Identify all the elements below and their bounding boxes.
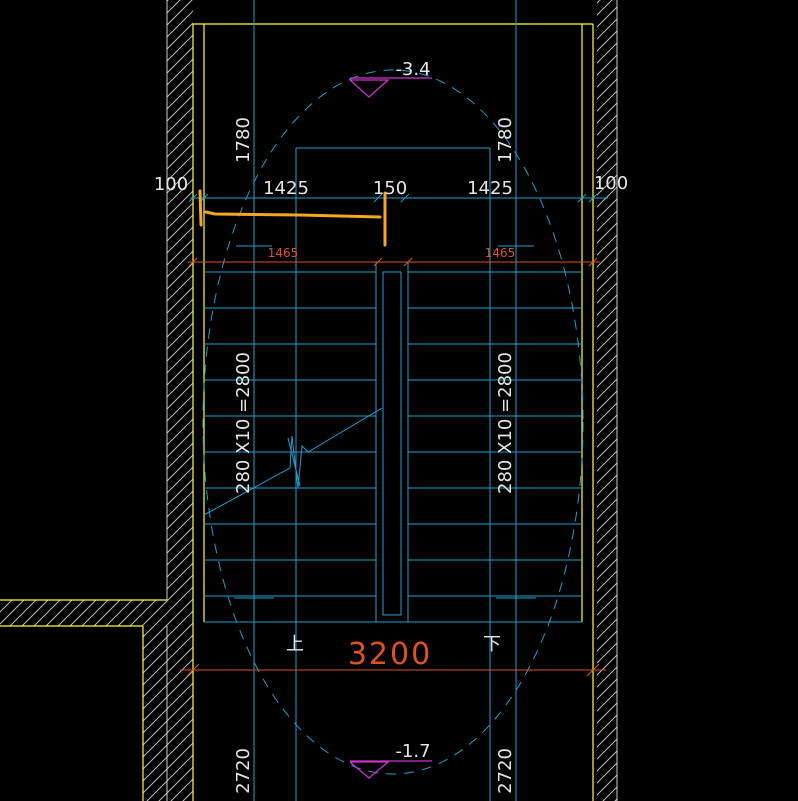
highlight-span-line [204,210,382,219]
flight-width-dim-tick [403,257,413,267]
width-seg-flight-right: 1425 [467,178,513,199]
total-width-dim-tick [586,663,600,677]
width-seg-well: 150 [373,178,407,199]
markup-highlight [198,189,387,247]
left-jog-wall-hatch [0,600,167,626]
width-dim-tick [373,193,383,203]
elevation-upper-triangle [349,79,390,98]
total-width-dim-tick [186,663,200,677]
left-wall-hatch [167,0,193,801]
total-width: 3200 [348,637,432,672]
walking-line-arrow [203,407,383,516]
flight-width-right: 1465 [485,246,516,260]
direction-marks: 上 下 [286,634,501,655]
highlight-left-bar [198,189,203,227]
stair-geometry [202,0,584,801]
direction-up-mark: 上 [286,634,304,655]
stair-well-inner [382,271,402,616]
elevation-lower-label: -1.7 [395,741,430,762]
elevation-marker-upper: -3.4 [349,59,432,98]
flight-run-right: 280 X10 =2800 [495,352,516,494]
right-wall-hatch [597,0,617,801]
landing-depth-right: 1780 [495,117,516,163]
width-dim-tick [188,193,198,203]
elevation-lower-triangle [349,761,390,779]
elevation-upper-label: -3.4 [395,59,430,80]
elevation-marker-lower: -1.7 [349,741,432,779]
left-flight-treads [204,271,376,597]
width-dim-tick [577,193,587,203]
flight-width-dim-tick [188,257,198,267]
flight-width-left: 1465 [268,246,299,260]
flight-width-dim-tick [373,257,383,267]
walls [0,0,618,801]
flight-width-dim-tick [588,257,598,267]
break-mark [287,437,301,487]
lower-left-wall-hatch [143,626,167,801]
width-seg-flight-left: 1425 [263,178,309,199]
lower-depth-right: 2720 [495,748,516,794]
width-seg-wall-right: 100 [594,173,628,194]
right-flight-treads [408,271,582,597]
direction-down-mark: 下 [483,634,501,655]
width-seg-wall-left: 100 [154,174,188,195]
flight-run-left: 280 X10 =2800 [233,352,254,494]
lower-depth-left: 2720 [233,748,254,794]
width-dim-tick [588,193,598,203]
stair-well-outer [375,261,409,623]
dimension-lines [180,193,608,677]
landing-depth-left: 1780 [233,117,254,163]
dashed-zone-ellipse [202,69,584,775]
width-dim-tick [400,193,410,203]
dimension-texts: 1780 1780 100 1425 150 1425 100 1465 146… [154,117,628,794]
